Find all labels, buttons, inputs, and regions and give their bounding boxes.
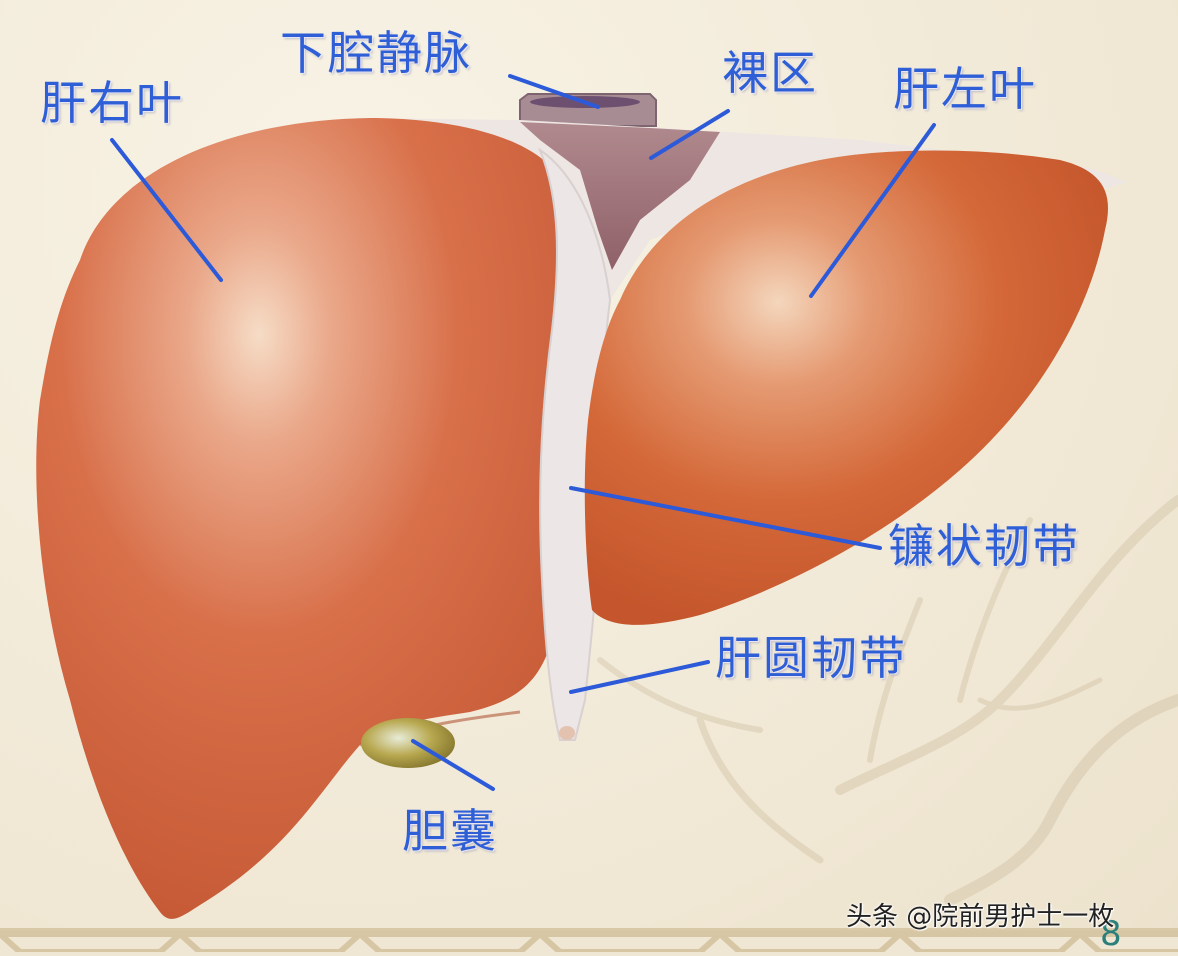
gallbladder (361, 718, 455, 768)
label-gallbladder: 胆囊 (402, 804, 498, 858)
label-bare-area: 裸区 (722, 46, 818, 100)
label-right-lobe: 肝右叶 (40, 76, 184, 130)
label-inferior-vena-cava: 下腔静脉 (280, 26, 472, 80)
label-left-lobe: 肝左叶 (893, 62, 1037, 116)
background-branches (597, 495, 1178, 906)
bare-area (520, 122, 720, 270)
leader-lines (110, 74, 936, 791)
watermark: 头条 @院前男护士一枚 (846, 902, 1115, 932)
label-falciform-ligament: 镰状韧带 (888, 519, 1080, 573)
label-round-ligament: 肝圆韧带 (715, 631, 907, 685)
right-lobe (36, 118, 567, 919)
round-ligament-end (559, 726, 575, 740)
page-number: 8 (1100, 914, 1122, 954)
left-lobe (584, 150, 1108, 625)
